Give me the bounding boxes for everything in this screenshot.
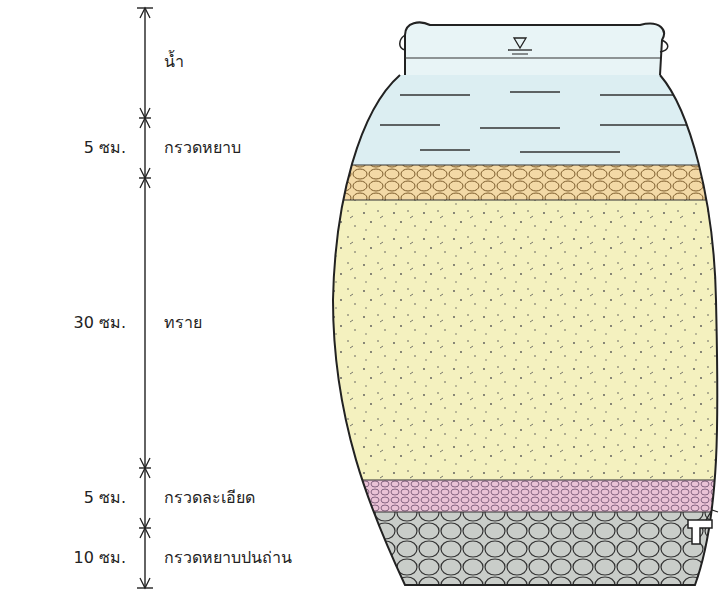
layer-name: ทราย	[162, 313, 204, 332]
thickness-dimension: 30 ซม.	[71, 313, 128, 332]
thickness-dimension: 5 ซม.	[82, 138, 128, 157]
layer-name: กรวดหยาบ	[162, 138, 243, 157]
thickness-dimension: 5 ซม.	[82, 488, 128, 507]
thickness-dimension: 10 ซม.	[71, 548, 128, 567]
layer-name: น้ำ	[162, 52, 186, 71]
layer-name: กรวดละเอียด	[162, 488, 257, 507]
layer-name: กรวดหยาบปนถ่าน	[162, 548, 294, 567]
